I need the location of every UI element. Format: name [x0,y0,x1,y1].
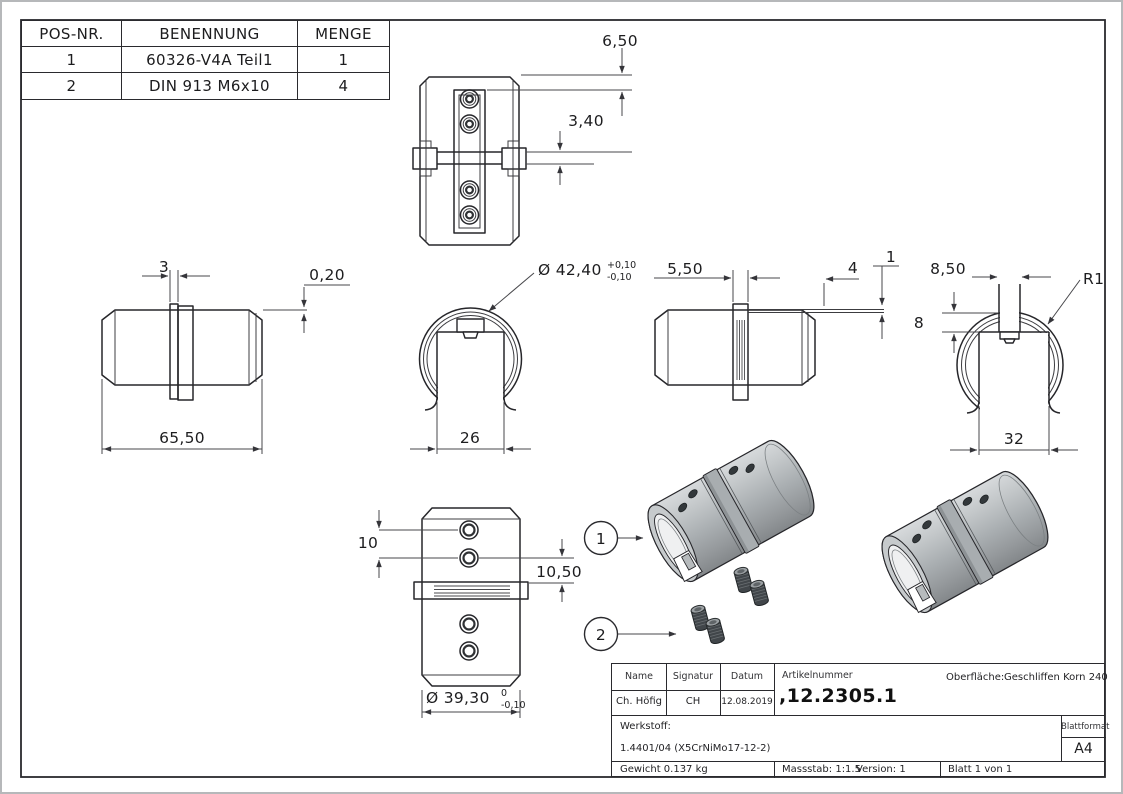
balloon-callout-1: 1 [583,520,644,556]
version-value: Version: 1 [856,764,906,775]
parts-table-header: MENGE [298,21,389,47]
parts-table: POS-NR. BENENNUNG MENGE 1 60326-V4A Teil… [21,20,390,100]
sheet-frame [20,19,1106,778]
dimension-label: 5,50 [667,260,703,278]
parts-table-cell: DIN 913 M6x10 [122,73,298,99]
balloon-number: 2 [596,626,606,644]
dimension-label: 3 [159,258,169,276]
parts-table-cell: 1 [298,47,389,73]
parts-table-cell: 2 [22,73,122,99]
dimension-label: Ø 39,30 [426,689,490,707]
view-section-right: 8,50 8 R1 32 [914,260,1104,455]
screw-hole [459,89,480,225]
view-top-plan: 6,50 3,40 [412,32,638,246]
blattformat-value: A4 [1074,741,1093,757]
blattformat-label: Blattformat [1061,722,1110,732]
dimension-label: 26 [460,429,480,447]
parts-table-header: BENENNUNG [122,21,298,47]
dimension-label: 32 [1004,430,1024,448]
dimension-label: 10 [358,534,378,552]
dimension-label: 8 [914,314,924,332]
parts-table-header: POS-NR. [22,21,122,47]
view-section-center: 26 Ø 42,40 +0,10 -0,10 [410,260,636,454]
datum-label: Datum [730,671,764,682]
tolerance-label: -0,10 [501,700,526,711]
dimension-label: 4 [848,259,858,277]
signatur-label: Signatur [672,671,714,682]
screw-hole [459,520,479,661]
gewicht-value: Gewicht 0.137 kg [620,764,708,775]
oberflaeche-label: Oberfläche: [946,672,1005,683]
isometric-exploded-view [637,431,825,646]
dimension-label: 0,20 [309,266,345,284]
dimension-label: R1 [1083,270,1104,288]
isometric-view [871,462,1059,622]
massstab-value: Massstab: 1:1.5 [782,764,861,775]
balloon-callout-2: 2 [583,616,677,652]
dimension-label: 3,40 [568,112,604,130]
view-side-left: 3 0,20 65,50 [101,258,350,454]
dimension-label: 65,50 [159,429,205,447]
tolerance-label: 0 [501,688,507,699]
view-front: 10 10,50 Ø 39,30 0 -0,10 [358,507,582,718]
balloon-number: 1 [596,530,606,548]
parts-table-cell: 60326-V4A Teil1 [122,47,298,73]
dimension-label: 6,50 [602,32,638,50]
werkstoff-value: 1.4401/04 (X5CrNiMo17-12-2) [620,743,771,754]
parts-table-cell: 4 [338,77,349,95]
werkstoff-label: Werkstoff: [620,721,671,732]
name-label: Name [624,671,654,682]
title-block: Name Signatur Datum Ch. Höfig CH 12.08.2… [611,663,1110,778]
name-value: Ch. Höfig [616,696,662,707]
tolerance-label: +0,10 [607,260,636,271]
artikelnummer-label: Artikelnummer [782,670,853,681]
oberflaeche-value: Geschliffen Korn 240 [1004,672,1108,683]
dimension-label: 10,50 [536,563,582,581]
datum-value: 12.08.2019 [721,697,773,707]
parts-table-cell: 1 [22,47,122,73]
view-side-mid: 5,50 4 1 [654,248,899,401]
blatt-value: Blatt 1 von 1 [948,764,1013,775]
artikelnummer-value: ,12.2305.1 [779,685,898,707]
tolerance-label: -0,10 [607,272,632,283]
signatur-value: CH [685,696,701,707]
dimension-label: Ø 42,40 [538,261,602,279]
dimension-label: 8,50 [930,260,966,278]
dimension-label: 1 [886,248,896,266]
